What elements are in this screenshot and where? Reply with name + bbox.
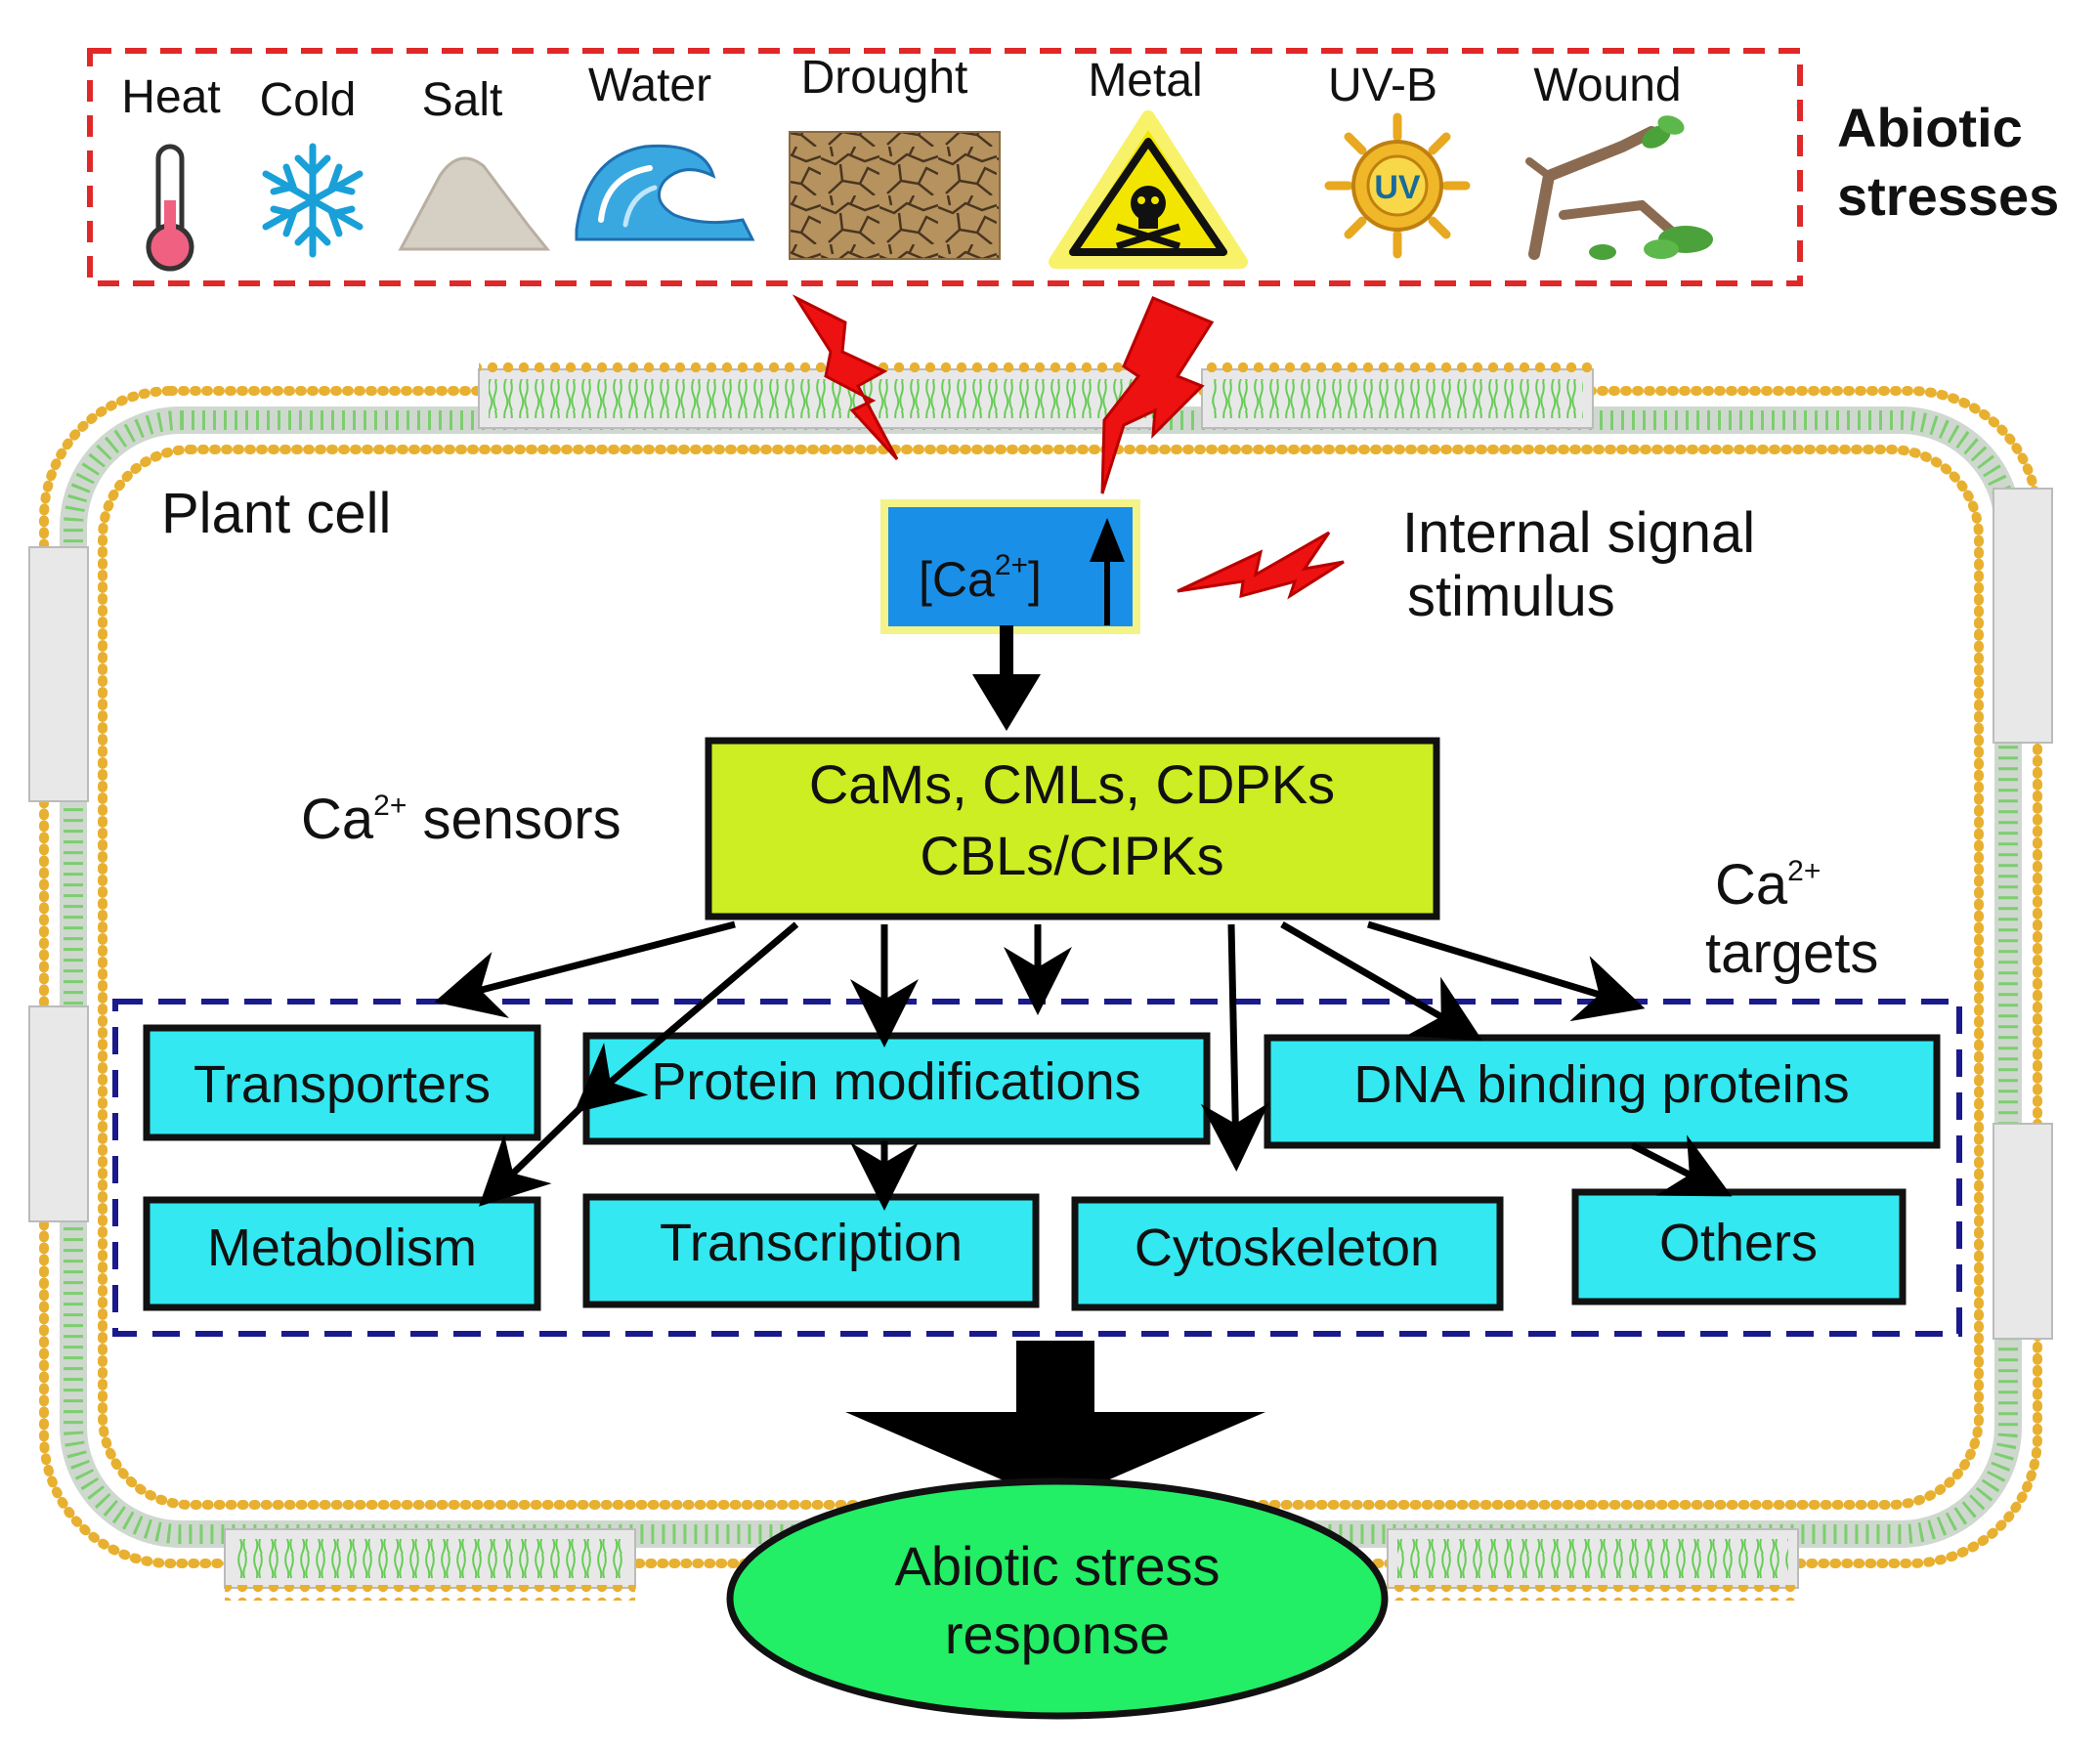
calcium-sensors-box: CaMs, CMLs, CDPKs CBLs/CIPKs [705,737,1440,920]
response-line2: response [945,1603,1170,1665]
sensor-target-arrows [434,920,1733,1211]
uv-sun-icon: UV [1324,112,1471,259]
svg-text:Others: Others [1659,1214,1818,1272]
target-box-transcription: Transcription [582,1193,1040,1308]
target-box-transporters: Transporters [143,1024,541,1141]
target-box-dna-binding-proteins: DNA binding proteins [1264,1034,1941,1149]
plant-cell-label: Plant cell [161,482,391,545]
salt-pile-icon [398,156,551,251]
target-box-protein-modifications: Protein modifications [582,1032,1211,1145]
svg-text:Metabolism: Metabolism [207,1219,477,1277]
membrane-channel [224,1528,636,1601]
calcium-sensors-label: Ca2+ sensors [301,788,621,851]
abiotic-stress-response: Abiotic stress response [726,1477,1389,1720]
lightning-bolt-icon [1100,296,1215,494]
thermometer-icon [146,144,194,272]
stress-label-metal: Metal [1088,55,1202,107]
stress-label-water: Water [588,60,711,111]
calcium-targets-label: Ca2+ [1715,853,1821,917]
abiotic-stresses-title: Abiotic [1837,97,2023,158]
sensors-line1: CaMs, CMLs, CDPKs [809,753,1335,815]
broken-branch-icon [1525,115,1713,260]
calcium-box: [Ca2+] [880,499,1140,634]
internal-signal-label-line2: stimulus [1407,565,1615,628]
calcium-label: [Ca2+] [919,549,1042,607]
membrane-channel [28,488,2053,1340]
cell-membrane [28,357,2053,1601]
membrane-channel [478,357,1164,429]
target-box-cytoskeleton: Cytoskeleton [1071,1196,1504,1311]
membrane-channel [1201,357,1594,429]
internal-signal-label: Internal signal [1402,501,1755,565]
cracked-earth-icon [789,131,1001,260]
membrane-channel [1387,1528,1799,1601]
sensors-line2: CBLs/CIPKs [920,825,1223,886]
svg-text:DNA binding proteins: DNA binding proteins [1353,1055,1849,1114]
stress-label-salt: Salt [422,74,503,126]
target-box-others: Others [1571,1188,1907,1305]
stress-label-heat: Heat [121,71,220,123]
svg-text:Transporters: Transporters [193,1055,491,1114]
stress-label-cold: Cold [260,74,357,126]
target-box-metabolism: Metabolism [143,1196,541,1311]
snowflake-icon [262,143,364,258]
arrow-down-icon [972,625,1041,731]
lightning-bolt-icon [792,294,899,461]
big-arrow-down-icon [845,1341,1265,1503]
stress-label-uv-b: UV-B [1328,60,1437,111]
svg-text:Transcription: Transcription [660,1214,963,1272]
response-line1: Abiotic stress [895,1535,1221,1597]
arrow-up-icon [1090,518,1125,625]
abiotic-stresses-title-line2: stresses [1837,165,2059,227]
toxic-warning-icon [1049,110,1248,269]
stress-label-drought: Drought [801,52,968,104]
svg-text:Protein modifications: Protein modifications [651,1052,1140,1111]
svg-text:Cytoskeleton: Cytoskeleton [1135,1219,1439,1277]
stress-label-wound: Wound [1533,60,1681,111]
lightning-bolt-icon [1177,531,1345,600]
svg-text:UV: UV [1374,169,1421,206]
calcium-targets-label-line2: targets [1705,921,1878,985]
wave-icon [575,144,755,241]
